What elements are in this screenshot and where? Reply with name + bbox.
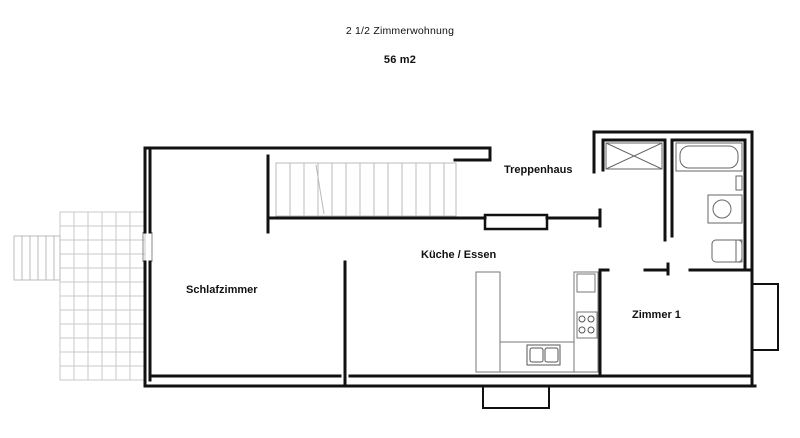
walls	[143, 130, 757, 388]
washbasin-icon	[707, 194, 743, 224]
toilet-icon	[711, 175, 743, 263]
window-right	[751, 283, 779, 351]
room-label-kitchen: Küche / Essen	[421, 249, 496, 261]
plan-area: 56 m2	[383, 54, 417, 66]
room-label-stairwell: Treppenhaus	[504, 164, 572, 176]
outdoor-steps	[13, 235, 61, 281]
shower-icon	[605, 142, 663, 170]
kitchen-counter	[475, 271, 599, 373]
window-bottom	[482, 385, 550, 409]
room-label-bedroom: Schlafzimmer	[186, 284, 258, 296]
door-left	[142, 232, 153, 262]
terrace	[59, 211, 146, 381]
staircase	[275, 162, 457, 217]
bathtub-icon	[675, 142, 743, 172]
plan-title: 2 1/2 Zimmerwohnung	[345, 25, 455, 37]
stove-icon	[578, 315, 595, 334]
sink-icon	[526, 344, 561, 366]
room-label-room1: Zimmer 1	[632, 309, 681, 321]
